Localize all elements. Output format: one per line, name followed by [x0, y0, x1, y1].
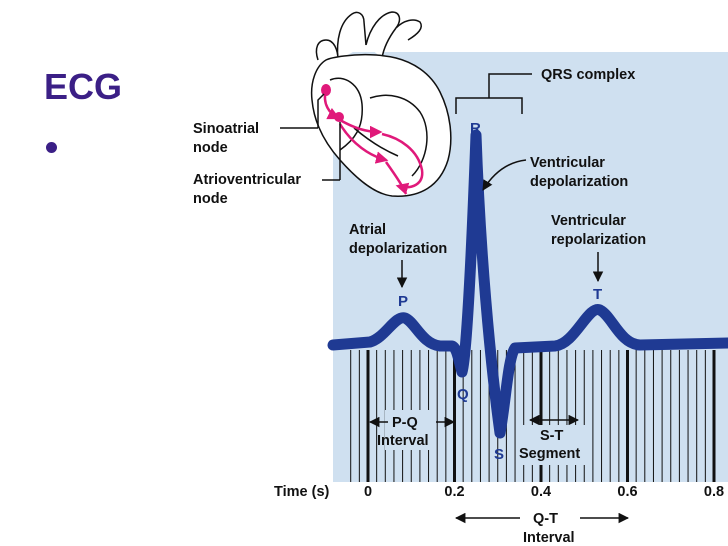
- sa-node-label-line1: Sinoatrial: [193, 121, 259, 137]
- time-tick-label: 0.2: [444, 484, 464, 500]
- p-wave-label: P: [398, 293, 408, 310]
- atrial-depolarization-line2: depolarization: [349, 241, 447, 257]
- ventricular-depolarization-line1: Ventricular: [530, 155, 605, 171]
- r-wave-label: R: [470, 120, 481, 137]
- sa-node-leader-hook: [317, 93, 325, 128]
- t-wave-label: T: [593, 286, 602, 303]
- qrs-complex-label: QRS complex: [541, 67, 635, 83]
- ventricular-repolarization-line1: Ventricular: [551, 213, 626, 229]
- qt-interval-line1: Q-T: [533, 511, 558, 527]
- time-axis-ticks: 0 0.2 0.4 0.6 0.8: [364, 484, 724, 500]
- s-wave-label: S: [494, 446, 504, 463]
- sa-node-label-line2: node: [193, 140, 228, 156]
- time-tick-label: 0.4: [531, 484, 551, 500]
- sinoatrial-node-marker: [321, 84, 331, 96]
- conduction-path: [321, 84, 424, 195]
- av-node-label-line1: Atrioventricular: [193, 172, 301, 188]
- heart-illustration: [310, 11, 452, 197]
- qt-interval-line2: Interval: [523, 530, 575, 546]
- slide-title: ECG: [44, 66, 123, 107]
- bullet-dot: [46, 142, 57, 153]
- st-segment-line2: Segment: [519, 446, 580, 462]
- atrial-depolarization-line1: Atrial: [349, 222, 386, 238]
- av-node-label-line2: node: [193, 191, 228, 207]
- ecg-trace: [327, 129, 728, 439]
- pq-interval-line2: Interval: [377, 433, 429, 449]
- atrioventricular-node-marker: [334, 112, 344, 122]
- ventricular-depolarization-arrow: [482, 159, 527, 191]
- ventricular-repolarization-line2: repolarization: [551, 232, 646, 248]
- time-tick-label: 0: [364, 484, 372, 500]
- pq-interval-line1: P-Q: [392, 415, 418, 431]
- time-tick-label: 0.8: [704, 484, 724, 500]
- q-wave-label: Q: [457, 386, 469, 403]
- time-tick-label: 0.6: [617, 484, 637, 500]
- pq-interval-label-bg: [385, 410, 435, 450]
- ventricular-depolarization-line2: depolarization: [530, 174, 628, 190]
- st-segment-line1: S-T: [540, 428, 564, 444]
- qrs-bracket: [455, 73, 532, 114]
- st-segment-label-bg: [518, 425, 590, 465]
- time-axis-label: Time (s): [274, 484, 330, 500]
